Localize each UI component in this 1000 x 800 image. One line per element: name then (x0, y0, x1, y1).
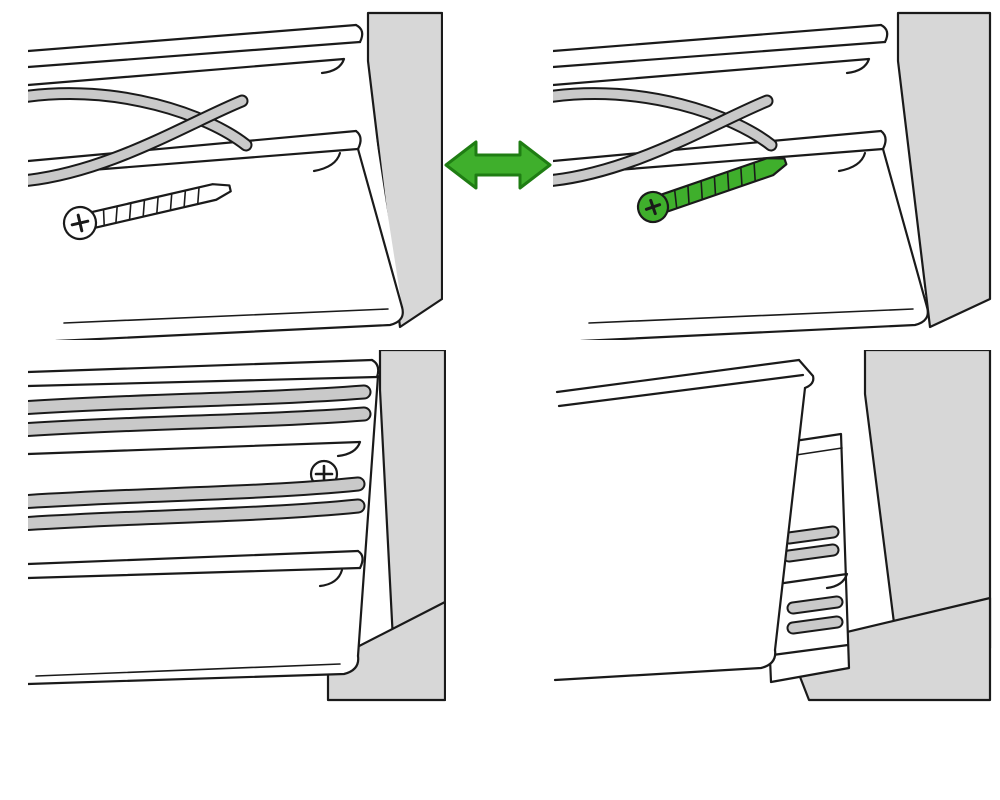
wall-corner (896, 11, 992, 329)
cover-strip (553, 358, 815, 682)
panel-bottom-right (553, 350, 993, 722)
skirting-lower-edges (28, 374, 380, 686)
cable-ends (782, 525, 844, 635)
retainer-fin (763, 643, 850, 658)
cables (553, 87, 778, 187)
floor-edge (786, 596, 992, 702)
wall-corner (366, 11, 443, 329)
cables-lower (28, 476, 366, 532)
cable (553, 96, 772, 185)
skirting-profile-edges (553, 23, 929, 340)
cable (28, 96, 247, 185)
retainer-fin (28, 440, 362, 458)
cable (553, 89, 776, 150)
panel-top-left-drawing (28, 11, 443, 340)
swap-arrow (442, 136, 554, 194)
green-screw-icon (636, 157, 788, 224)
panel-bottom-right-drawing (553, 350, 992, 702)
floor-edge (326, 600, 446, 702)
panel-bottom-left (28, 350, 446, 722)
cable (28, 500, 364, 529)
cable (28, 408, 370, 435)
screw-icon (62, 183, 232, 241)
panel-top-right (553, 5, 993, 340)
swap-arrow-icon (444, 140, 552, 190)
panel-top-right-drawing (553, 11, 992, 340)
cable (28, 386, 370, 413)
panel-top-left (28, 5, 443, 340)
cable (28, 89, 251, 150)
cover-strip-face (555, 360, 814, 680)
panel-bottom-left-drawing (28, 350, 446, 702)
swap-arrow-drawing (444, 140, 552, 190)
cables (28, 384, 372, 438)
cables (28, 87, 253, 187)
cable (28, 478, 364, 507)
